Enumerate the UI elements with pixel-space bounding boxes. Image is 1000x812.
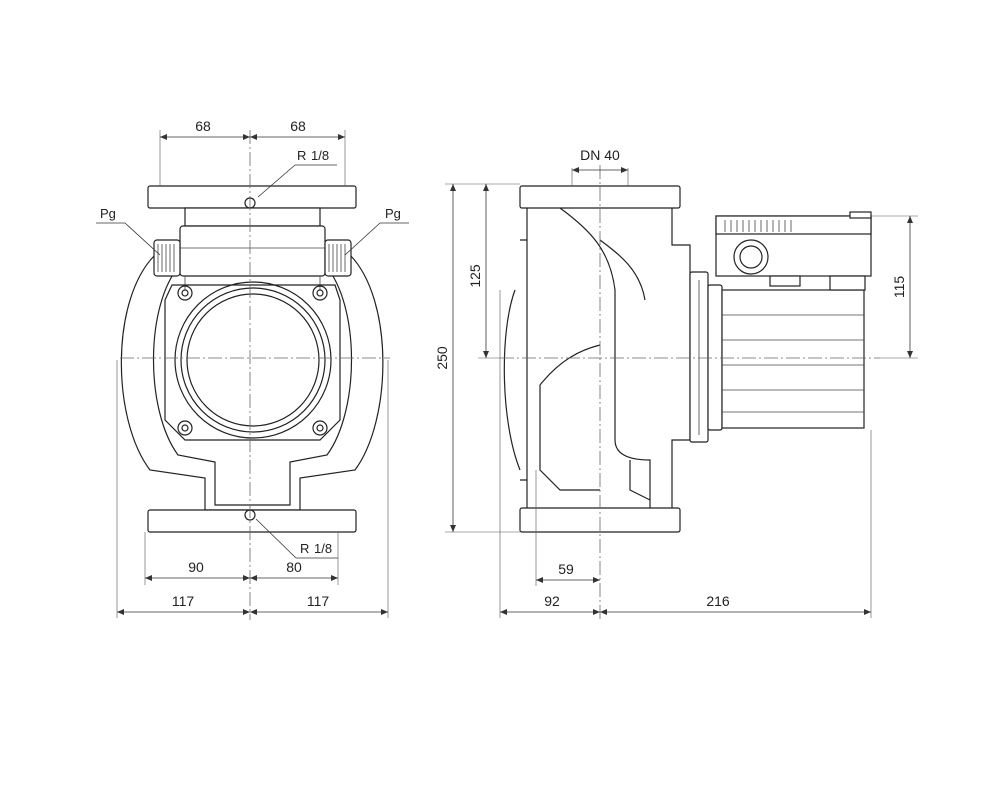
side-dimensions: DN 40 250 125 115 59 92 xyxy=(434,147,918,618)
dim-front-bottom-right-outer: 117 xyxy=(307,593,330,609)
label-thread-bottom: R 1/8 xyxy=(255,518,338,559)
label-thread-top: R 1/8 xyxy=(257,148,337,198)
dim-side-bottom-inner: 59 xyxy=(558,561,574,577)
front-bottom-flange xyxy=(147,509,357,533)
label-pg-left: Pg xyxy=(96,206,161,256)
dim-side-height-total: 250 xyxy=(434,346,450,370)
front-dimensions: 68 68 R 1/8 Pg Pg R 1/8 xyxy=(96,118,409,618)
front-motor-plate xyxy=(164,284,341,441)
pg-gland-right xyxy=(324,239,352,277)
pg-gland-left xyxy=(153,239,181,277)
svg-text:R: R xyxy=(300,541,309,556)
svg-text:1/8: 1/8 xyxy=(314,541,332,556)
dim-side-bottom-left: 92 xyxy=(544,593,560,609)
svg-text:Pg: Pg xyxy=(385,206,401,221)
front-top-flange xyxy=(147,185,357,209)
svg-text:Pg: Pg xyxy=(100,206,116,221)
front-motor-face xyxy=(186,293,320,427)
front-inner-housing xyxy=(152,264,353,506)
dim-side-dn: DN 40 xyxy=(580,147,620,163)
front-outer-housing xyxy=(120,254,384,511)
dim-side-height-half: 125 xyxy=(467,264,483,288)
label-pg-right: Pg xyxy=(344,206,409,256)
front-motor-ring-outer xyxy=(174,281,332,439)
svg-text:1/8: 1/8 xyxy=(311,148,329,163)
dim-front-top-right: 68 xyxy=(290,118,306,134)
dim-front-bottom-left-outer: 117 xyxy=(172,593,195,609)
dim-front-bottom-right-inner: 80 xyxy=(286,559,302,575)
dim-side-bottom-right: 216 xyxy=(706,593,730,609)
front-terminal-block xyxy=(179,225,326,277)
front-screws xyxy=(177,285,328,436)
side-motor-body xyxy=(721,289,865,429)
side-view xyxy=(500,165,880,620)
side-volute xyxy=(559,207,651,508)
front-view xyxy=(120,130,390,620)
dim-side-motor-height: 115 xyxy=(891,276,907,299)
dim-front-top-left: 68 xyxy=(195,118,211,134)
side-selector-knob xyxy=(733,239,769,275)
svg-text:R: R xyxy=(297,148,306,163)
dim-front-bottom-left-inner: 90 xyxy=(188,559,204,575)
